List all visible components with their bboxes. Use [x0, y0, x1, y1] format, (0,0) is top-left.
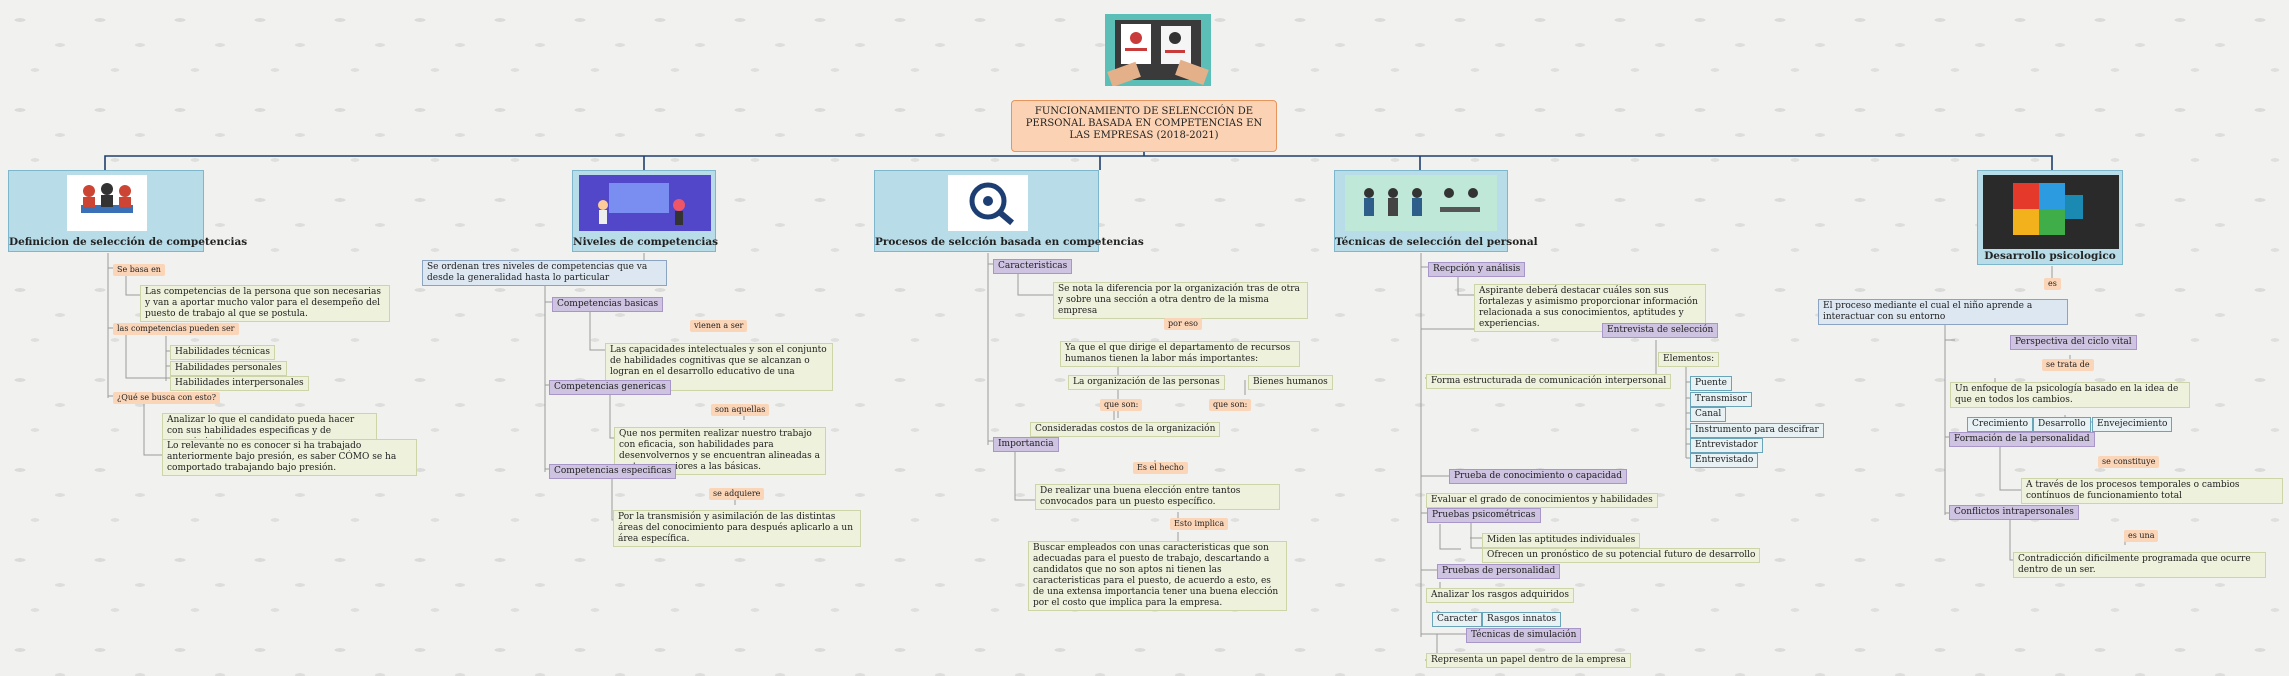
caracteristicas[interactable]: Caracteristicas: [993, 259, 1073, 274]
niveles-intro: Se ordenan tres niveles de competencias …: [422, 260, 667, 286]
competencias-especificas[interactable]: Competencias especificas: [549, 464, 677, 479]
branch-definicion[interactable]: Definicion de selección de competencias: [8, 170, 248, 252]
entrevista-seleccion[interactable]: Entrevista de selección: [1602, 323, 1719, 338]
diferencia-text: Se nota la diferencia por la organizació…: [1053, 282, 1308, 319]
analizar-rasgos: Analizar los rasgos adquiridos: [1426, 588, 1574, 603]
elementos-label: Elementos:: [1658, 352, 1720, 367]
forma-text: Forma estructurada de comunicación inter…: [1426, 374, 1672, 389]
interview-picture-icon: [1345, 175, 1497, 231]
especificas-description: Por la transmisión y asimilación de las …: [613, 510, 861, 547]
label-esto-implica: Esto implica: [1170, 518, 1229, 530]
elemento-item: Puente: [1690, 376, 1732, 391]
conflictos-intrapersonales[interactable]: Conflictos intrapersonales: [1949, 505, 2079, 520]
habilidad-item: Habilidades técnicas: [170, 345, 275, 360]
branch-title: Niveles de competencias: [573, 236, 719, 248]
hiring-illustration-icon: [1107, 20, 1209, 87]
branch-title: Definicion de selección de competencias: [9, 236, 248, 248]
habilidad-item: Habilidades personales: [170, 361, 287, 376]
importancia[interactable]: Importancia: [993, 437, 1059, 452]
branch-procesos[interactable]: Procesos de selcción basada en competenc…: [874, 170, 1144, 252]
traves-text: A través de los procesos temporales o ca…: [2021, 478, 2283, 504]
perspectiva-ciclo-vital[interactable]: Perspectiva del ciclo vital: [2010, 335, 2137, 350]
presentation-picture-icon: [579, 175, 711, 231]
elemento-item: Transmisor: [1690, 392, 1752, 407]
label-que-se-busca: ¿Qué se busca con esto?: [113, 392, 220, 404]
puzzle-head-picture-icon: [1983, 175, 2119, 249]
evaluar-text: Evaluar el grado de conocimientos y habi…: [1426, 493, 1658, 508]
representa-text: Representa un papel dentro de la empresa: [1426, 653, 1631, 668]
caracter-item: Caracter: [1432, 612, 1483, 627]
competencias-genericas[interactable]: Competencias genericas: [549, 380, 671, 395]
elemento-item: Instrumento para descifrar: [1690, 423, 1824, 438]
contradiccion-text: Contradicción dificilmente programada qu…: [2013, 552, 2266, 578]
pruebas-personalidad[interactable]: Pruebas de personalidad: [1437, 564, 1561, 579]
rasgos-item: Rasgos innatos: [1482, 612, 1562, 627]
competencias-basicas[interactable]: Competencias basicas: [552, 297, 664, 312]
costos-text: Consideradas costos de la organización: [1030, 422, 1221, 437]
label-pueden-ser: las competencias pueden ser: [113, 323, 239, 335]
branch-tecnicas[interactable]: Técnicas de selección del personal: [1334, 170, 1538, 252]
label-se-basa-en: Se basa en: [113, 264, 165, 276]
label-se-constituye: se constituye: [2098, 456, 2160, 468]
relevante-text: Lo relevante no es conocer si ha trabaja…: [162, 439, 417, 476]
proceso-text: El proceso mediante el cual el niño apre…: [1818, 299, 2068, 325]
label-es-el-hecho: Es el hecho: [1133, 462, 1188, 474]
magnifier-picture-icon: [948, 175, 1028, 231]
etapa-item: Envejecimiento: [2092, 417, 2173, 432]
organizacion-personas: La organización de las personas: [1068, 375, 1225, 390]
departamento-text: Ya que el que dirige el departamento de …: [1060, 341, 1300, 367]
pruebas-psicometricas[interactable]: Pruebas psicométricas: [1427, 508, 1541, 523]
etapa-item: Desarrollo: [2033, 417, 2091, 432]
branch-title: Desarrollo psicologico: [1984, 250, 2116, 262]
formacion-personalidad[interactable]: Formación de la personalidad: [1949, 432, 2095, 447]
tecnicas-simulacion[interactable]: Técnicas de simulación: [1466, 628, 1582, 643]
label-es: es: [2044, 278, 2061, 290]
elemento-item: Entrevistado: [1690, 453, 1759, 468]
habilidad-item: Habilidades interpersonales: [170, 376, 309, 391]
realizar-text: De realizar una buena elección entre tan…: [1035, 484, 1280, 510]
label-por-eso: por eso: [1164, 318, 1202, 330]
label-que-son: que son:: [1209, 399, 1252, 411]
label-vienen-a-ser: vienen a ser: [690, 320, 748, 332]
aspirante-text: Aspirante deberá destacar cuáles son sus…: [1474, 284, 1706, 332]
label-son-aquellas: son aquellas: [711, 404, 770, 416]
ofrecen-text: Ofrecen un pronóstico de su potencial fu…: [1482, 548, 1761, 563]
branch-title: Técnicas de selección del personal: [1335, 236, 1538, 248]
label-es-una: es una: [2124, 530, 2159, 542]
elemento-item: Canal: [1690, 407, 1727, 422]
enfoque-text: Un enfoque de la psicología basado en la…: [1950, 382, 2190, 408]
meeting-picture-icon: [67, 175, 147, 231]
label-que-son: que son:: [1100, 399, 1143, 411]
bienes-humanos: Bienes humanos: [1248, 375, 1333, 390]
label-se-adquiere: se adquiere: [709, 488, 765, 500]
label-se-trata-de: se trata de: [2042, 359, 2094, 371]
miden-text: Miden las aptitudes individuales: [1482, 533, 1641, 548]
buscar-text: Buscar empleados con unas caracteristica…: [1028, 541, 1287, 611]
recepcion-analisis[interactable]: Recpción y análisis: [1428, 262, 1526, 277]
prueba-conocimiento[interactable]: Prueba de conocimiento o capacidad: [1449, 469, 1628, 484]
branch-niveles[interactable]: Niveles de competencias: [572, 170, 719, 252]
branch-title: Procesos de selcción basada en competenc…: [875, 236, 1144, 248]
competencias-description: Las competencias de la persona que son n…: [140, 285, 390, 322]
root-title: FUNCIONAMIENTO DE SELENCCIÓN DE PERSONAL…: [1011, 100, 1277, 152]
root-illustration: [1105, 14, 1211, 87]
elemento-item: Entrevistador: [1690, 438, 1763, 453]
etapa-item: Crecimiento: [1967, 417, 2034, 432]
branch-desarrollo[interactable]: Desarrollo psicologico: [1977, 170, 2123, 265]
